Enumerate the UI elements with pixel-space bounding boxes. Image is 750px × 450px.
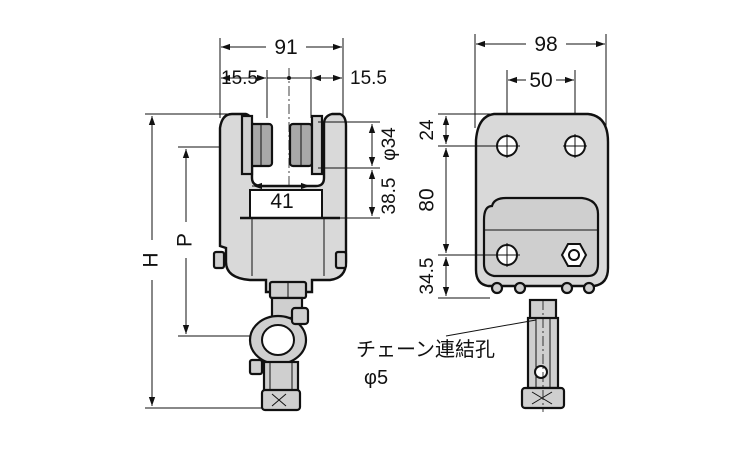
front-bottom-block — [260, 388, 302, 412]
side-view: 98 50 — [416, 33, 610, 412]
front-width-label: 91 — [274, 36, 297, 59]
chain-hole-note: チェーン連結孔 φ5 — [356, 338, 495, 389]
pitch-label: P — [174, 233, 197, 247]
front-view: 91 15.5 15.5 H P — [140, 36, 400, 412]
wheel-to-flange-label: 38.5 — [379, 178, 400, 215]
height-label: H — [140, 252, 163, 267]
front-right-offset-label: 15.5 — [350, 68, 387, 89]
hex-nut — [560, 243, 588, 267]
bottom-offset-label: 34.5 — [417, 258, 438, 295]
top-offset-label: 24 — [417, 119, 438, 141]
hole-vertical-label: 80 — [416, 188, 439, 211]
side-width-label: 98 — [534, 33, 557, 56]
chain-hole-note-diameter: φ5 — [364, 367, 388, 389]
flange-plate — [249, 189, 323, 219]
front-left-offset-label: 15.5 — [221, 68, 258, 89]
inner-width-label: 41 — [270, 190, 293, 213]
wheel-diameter-label: φ34 — [379, 127, 400, 161]
hole-spacing-label: 50 — [529, 69, 552, 92]
top-right-hole — [563, 134, 587, 158]
chain-hole-note-title: チェーン連結孔 — [356, 338, 495, 361]
